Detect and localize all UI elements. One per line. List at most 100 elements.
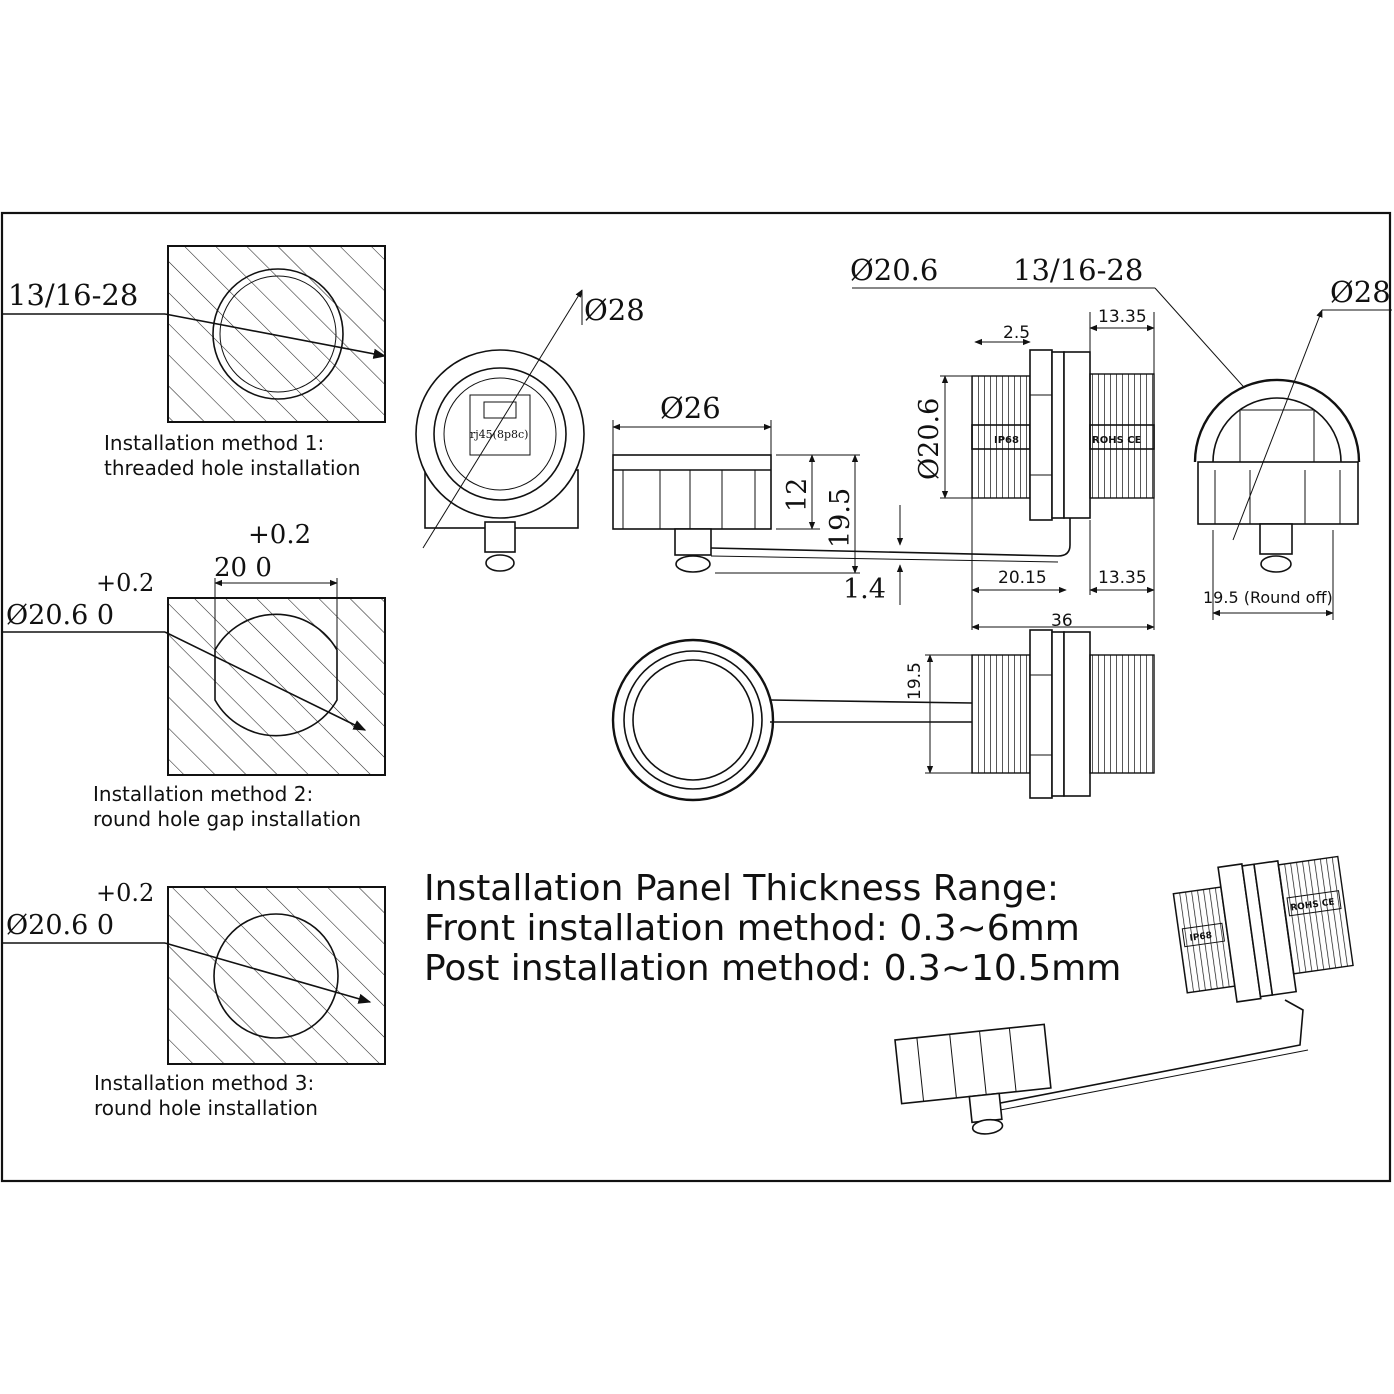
diameter-tolerance: +0.2 xyxy=(96,569,154,597)
iso-tether-post xyxy=(968,1092,1003,1124)
method-1-caption-line1: Installation method 1: xyxy=(104,431,324,455)
flange xyxy=(1063,631,1091,797)
iso-grip-line xyxy=(916,1037,925,1102)
rear-inner-ring xyxy=(1212,397,1342,463)
method-3-caption-line1: Installation method 3: xyxy=(94,1071,314,1095)
height-12-label: 12 xyxy=(782,478,813,512)
method-3-caption-line2: round hole installation xyxy=(94,1096,318,1120)
strap-thickness-label: 1.4 xyxy=(843,574,886,605)
cap-body xyxy=(612,454,772,530)
round-hole xyxy=(213,913,339,1039)
iso-ip68-marking: IP68 xyxy=(1189,931,1213,944)
panel-thickness-note: Installation Panel Thickness Range: Fron… xyxy=(424,868,1121,989)
ip68-marking: IP68 xyxy=(994,435,1019,446)
diameter-26-label: Ø26 xyxy=(660,391,721,425)
rear-flange xyxy=(1197,461,1359,525)
panel-hatched xyxy=(167,597,386,776)
flange xyxy=(1063,351,1091,519)
dimension-line xyxy=(164,631,367,731)
threaded-hole xyxy=(212,268,344,400)
vertical-diameter-label: Ø20.6 xyxy=(914,398,945,480)
rear-thread xyxy=(1089,373,1155,499)
diameter-leader xyxy=(1232,309,1323,541)
front-installation-range: Front installation method: 0.3~6mm xyxy=(424,908,1080,949)
tether-strap xyxy=(710,510,1071,557)
panel-thickness-title: Installation Panel Thickness Range: xyxy=(424,868,1059,909)
iso-front-band xyxy=(1181,922,1225,948)
dimension-line xyxy=(164,313,387,359)
dim-13-35-bottom-label: 13.35 xyxy=(1098,568,1147,588)
iso-tether-screw xyxy=(971,1118,1004,1135)
diameter-leader xyxy=(422,289,583,549)
drawing-frame xyxy=(0,211,1392,1183)
method-3-round-hole: +0.2 Ø20.6 0 Installation method 3: roun… xyxy=(2,879,386,1120)
dimension-line xyxy=(164,942,372,1004)
diameter-label: Ø20.6 0 xyxy=(6,600,114,631)
cap-side-view: Ø26 12 19.5 1.4 xyxy=(612,391,1071,605)
cap-face xyxy=(632,659,754,781)
iso-rear-band xyxy=(1286,890,1342,917)
diameter-20-6-label: Ø20.6 xyxy=(850,253,938,287)
dim-2-5-label: 2.5 xyxy=(1003,323,1030,343)
iso-tether-edge xyxy=(989,1049,1309,1113)
cap-inner-ring xyxy=(623,650,763,790)
thread-size-label: 13/16-28 xyxy=(8,278,138,312)
hex-nut xyxy=(1029,629,1053,799)
rohs-ce-marking: ROHS CE xyxy=(1092,435,1142,446)
socket-ring xyxy=(443,377,557,491)
diameter-28-label: Ø28 xyxy=(584,293,645,327)
rear-ring xyxy=(1193,378,1361,463)
iso-grip-line xyxy=(979,1031,987,1095)
iso-tether xyxy=(989,999,1304,1106)
iso-grip-line xyxy=(949,1034,957,1098)
front-thread xyxy=(971,654,1031,774)
height-19-5-label: 19.5 xyxy=(825,488,856,548)
thread-inner-circle xyxy=(219,275,337,393)
rj45-label: rj45(8p8c) xyxy=(470,428,528,441)
diameter-28-label: Ø28 xyxy=(1330,275,1391,309)
dim-20-15-label: 20.15 xyxy=(998,568,1047,588)
iso-grip-line xyxy=(1008,1027,1017,1092)
post-installation-range: Post installation method: 0.3~10.5mm xyxy=(424,948,1121,989)
method-2-round-hole-gap: +0.2 20 0 +0.2 Ø20.6 0 Installation meth… xyxy=(2,520,386,831)
rj45-socket xyxy=(469,394,531,456)
dim-19-5-label: 19.5 xyxy=(905,662,925,700)
tether-post xyxy=(1259,523,1293,555)
rear-band xyxy=(1089,424,1155,450)
method-1-caption-line2: threaded hole installation xyxy=(104,456,360,480)
rear-view: Ø28 19.5 (Round off) xyxy=(1193,275,1392,620)
tether-screw xyxy=(1260,555,1292,573)
dim-13-35-top-label: 13.35 xyxy=(1098,307,1147,327)
dim-36-label: 36 xyxy=(1051,611,1073,631)
method-2-caption-line1: Installation method 2: xyxy=(93,782,313,806)
cap-tether-post xyxy=(484,521,516,553)
method-1-threaded-hole: 13/16-28 Installation method 1: threaded… xyxy=(2,245,387,480)
panel-hatched xyxy=(167,245,386,423)
width-tolerance: +0.2 xyxy=(248,520,311,550)
connector-side-view: IP68 ROHS CE Ø20.6 13/16-28 2.5 13.35 Ø2… xyxy=(850,253,1346,631)
diameter-label: Ø20.6 0 xyxy=(6,910,114,941)
isometric-view: IP68 ROHS CE xyxy=(894,855,1354,1135)
tether-screw xyxy=(675,555,711,573)
front-view: rj45(8p8c) Ø28 xyxy=(415,289,645,572)
tether-strap-edge xyxy=(710,555,1059,563)
rj45-clip xyxy=(483,401,517,419)
iso-rear-thread xyxy=(1277,855,1354,975)
round-gap-hole xyxy=(214,613,338,737)
gasket xyxy=(1051,631,1065,797)
diameter-tolerance: +0.2 xyxy=(96,879,154,907)
method-2-caption-line2: round hole gap installation xyxy=(93,807,361,831)
tether-post xyxy=(674,528,712,556)
cap-tether xyxy=(769,699,973,723)
thread-13-16-28-label: 13/16-28 xyxy=(1013,253,1143,287)
tether-screw xyxy=(485,554,515,572)
inner-ring xyxy=(433,367,567,501)
outer-ring xyxy=(415,349,585,519)
round-off-label: 19.5 (Round off) xyxy=(1203,588,1333,607)
width-value: 20 0 xyxy=(214,553,272,583)
bottom-assembly-view: 19.5 xyxy=(611,629,1155,802)
hex-nut xyxy=(1029,349,1053,521)
iso-cap-body xyxy=(894,1023,1052,1105)
rear-thread xyxy=(1089,654,1155,774)
